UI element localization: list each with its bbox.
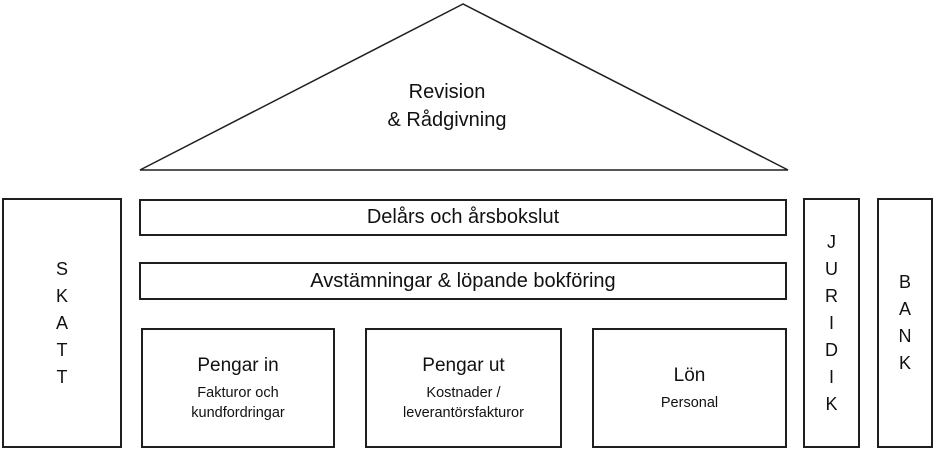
roof-label-line1: Revision (408, 81, 486, 103)
pillar-bank-letter: A (898, 299, 911, 319)
box-title: Pengar in (197, 354, 279, 376)
box-title: Pengar ut (422, 354, 505, 376)
roof-triangle-shape (139, 3, 789, 171)
pillar-juridik-letter: J (827, 231, 836, 252)
pillar-skatt-letter: A (55, 312, 68, 333)
pillar-juridik-letter: U (825, 258, 838, 279)
pillar-juridik-letter: D (825, 339, 838, 360)
box-subtitle: Fakturor och kundfordringar (191, 384, 285, 421)
pillar-bank-letter: N (898, 326, 912, 346)
pillar-bank: B A N K (877, 198, 933, 448)
roof-label-line2: & Rådgivning (387, 109, 507, 131)
pillar-bank-letter: K (898, 353, 911, 373)
box-subtitle: Personal (660, 394, 719, 411)
bar-avstamningar-lopande-bokforing: Avstämningar & löpande bokföring (139, 262, 787, 300)
box-title: Lön (673, 364, 706, 386)
bar-label: Avstämningar & löpande bokföring (310, 269, 616, 292)
pillar-bank-letter: B (898, 272, 911, 292)
pillar-juridik-letter: I (828, 312, 834, 333)
box-pengar-in: Pengar in Fakturor och kundfordringar (141, 328, 335, 448)
pillar-juridik: J U R I D I K (803, 198, 860, 448)
pillar-juridik-letter: R (825, 285, 838, 306)
bar-delars-och-arsbokslut: Delårs och årsbokslut (139, 199, 787, 236)
roof-label: Revision & Rådgivning (147, 78, 747, 134)
box-pengar-ut: Pengar ut Kostnader / leverantörsfakturo… (365, 328, 562, 448)
pillar-skatt-letter: S (55, 258, 68, 279)
pillar-juridik-letter: K (825, 393, 838, 414)
pillar-juridik-letter: I (828, 366, 834, 387)
pillar-skatt: S K A T T (2, 198, 122, 448)
pillar-skatt-letter: K (55, 285, 68, 306)
pillar-skatt-letter: T (56, 366, 68, 387)
roof-triangle (139, 3, 789, 171)
bar-label: Delårs och årsbokslut (366, 206, 560, 228)
box-subtitle: Kostnader / leverantörsfakturor (403, 384, 524, 421)
pillar-skatt-letter: T (56, 339, 68, 360)
box-lon: Lön Personal (592, 328, 787, 448)
